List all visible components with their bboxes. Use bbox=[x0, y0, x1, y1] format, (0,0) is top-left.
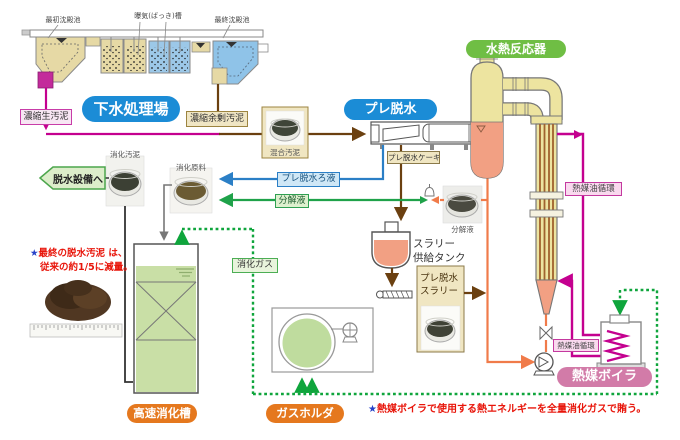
sludge-reduction-note-line1: ★最終の脱水汚泥 は、 bbox=[30, 248, 128, 259]
dewatered-sludge-photo bbox=[29, 280, 123, 338]
plant-title-pill: 下水処理場 bbox=[82, 96, 180, 122]
first-pond-label: 最初沈殿池 bbox=[45, 16, 81, 24]
decomposed-dish-caption: 分解液 bbox=[451, 225, 474, 234]
heat-medium-boiler bbox=[596, 314, 646, 370]
aeration-label: 曝気(ばっき)槽 bbox=[134, 12, 182, 20]
note-star: ★ bbox=[368, 404, 377, 415]
slurry-box-label-2: スラリー bbox=[420, 286, 459, 297]
pre-dewatering-pill: プレ脱水 bbox=[344, 99, 437, 120]
sludge-feed-lines bbox=[38, 84, 367, 142]
note-star: ★ bbox=[30, 248, 39, 259]
decomposed-line-label: 分解液 bbox=[275, 194, 309, 208]
slurry-supply-tank bbox=[371, 221, 413, 299]
slurry-box-label-1: プレ脱水 bbox=[420, 273, 459, 284]
cake-label: プレ脱水ケーキ bbox=[387, 151, 440, 164]
sludge-reduction-note-line2: 従来の約1/5に減量。 bbox=[40, 262, 133, 273]
heat-oil-circuit bbox=[557, 130, 601, 358]
gas-holder bbox=[271, 307, 374, 373]
to-dewatering-tag-shape bbox=[38, 166, 106, 190]
reactor-outlet-lines bbox=[440, 176, 548, 370]
final-pond-label: 最終沈殿池 bbox=[214, 16, 250, 24]
boiler-gas-note: ★熱媒ボイラで使用する熱エネルギーを全量消化ガスで賄う。 bbox=[368, 404, 647, 415]
treatment-plant-drawing bbox=[21, 21, 269, 89]
pre-dewater-outlet-lines bbox=[218, 145, 439, 222]
boiler-pill: 熱媒ボイラ bbox=[557, 367, 652, 387]
hydrothermal-reactor bbox=[470, 50, 564, 315]
pre-dewatering-machine bbox=[370, 121, 480, 150]
letdown-valve-and-pump bbox=[533, 325, 555, 376]
digester-pill: 高速消化槽 bbox=[127, 404, 197, 423]
digested-sludge-caption: 消化汚泥 bbox=[110, 150, 140, 159]
digester-tank bbox=[133, 243, 199, 394]
mixed-sludge-box bbox=[261, 106, 309, 159]
reactor-pill: 水熱反応器 bbox=[466, 40, 566, 58]
decomposed-liquid-dish bbox=[442, 185, 483, 224]
filtrate-label: プレ脱水ろ液 bbox=[277, 172, 340, 187]
digestion-feed-dish bbox=[169, 167, 213, 214]
digestion-gas-label: 消化ガス bbox=[232, 258, 278, 273]
heat-oil-label-upper: 熱媒油循環 bbox=[565, 182, 622, 196]
mixed-sludge-label: 混合汚泥 bbox=[270, 148, 300, 157]
heat-oil-label-lower: 熱媒油循環 bbox=[553, 339, 599, 352]
excess-sludge-label: 濃縮余剰汚泥 bbox=[186, 111, 248, 127]
pre-dewater-slurry-box bbox=[416, 265, 487, 353]
digested-sludge-dish bbox=[105, 155, 145, 207]
digestion-gas-lines bbox=[174, 227, 659, 396]
raw-sludge-label: 濃縮生汚泥 bbox=[20, 109, 72, 125]
slurry-tank-label-1: スラリー bbox=[413, 238, 455, 250]
digestion-feed-caption: 消化原料 bbox=[176, 163, 206, 172]
slurry-tank-label-2: 供給タンク bbox=[413, 252, 466, 264]
gas-holder-pill: ガスホルダ bbox=[266, 404, 344, 423]
to-dewatering-label: 脱水設備へ bbox=[53, 175, 103, 186]
